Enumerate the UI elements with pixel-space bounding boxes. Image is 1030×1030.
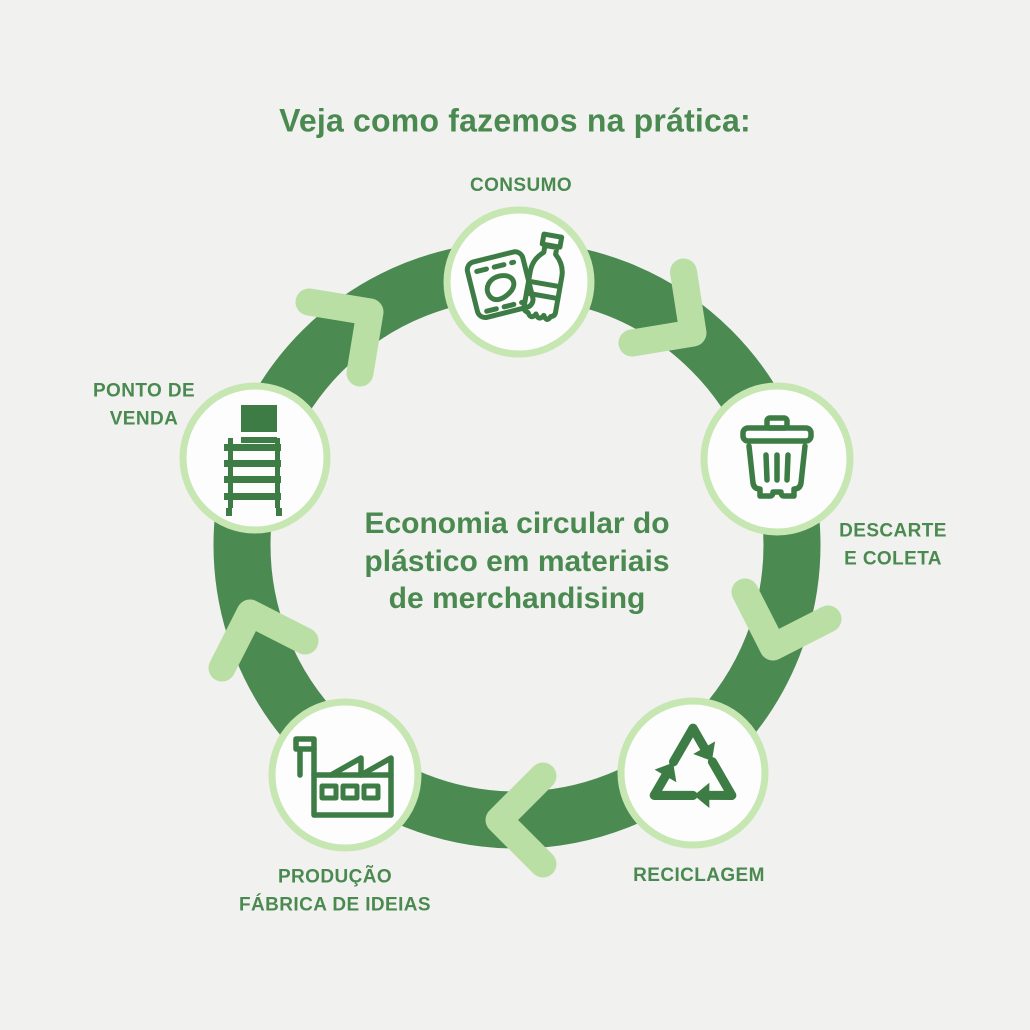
bag-bottom-seam (484, 299, 527, 314)
flow-arrow-bottom-icon (485, 762, 557, 878)
flow-arrow-top-right-icon (618, 258, 707, 357)
bottle-shape (521, 231, 565, 322)
recycle-arm-3-band (649, 771, 698, 801)
flow-arrow-right-icon (731, 578, 842, 661)
recycling-arrows-icon (649, 723, 737, 808)
recycle-arm-3-head (654, 762, 677, 783)
stand-right-foot (276, 508, 282, 516)
trash-bin-icon (740, 415, 814, 499)
bottle-body (521, 242, 565, 322)
stand-left-foot (226, 508, 232, 516)
factory-building (311, 772, 394, 818)
recycle-arm-2-band (704, 757, 737, 800)
stand-shelf-1 (224, 444, 281, 451)
node-circle-ponto-de-venda (179, 382, 331, 534)
chip-shape (484, 273, 517, 303)
factory-window-1 (319, 783, 339, 801)
recycle-arm-1 (668, 723, 716, 767)
stand-shelf-2 (224, 460, 281, 467)
chimney-cap (293, 736, 317, 752)
node-label-reciclagem: RECICLAGEM (633, 865, 765, 887)
bin-rib-1 (763, 452, 770, 483)
stand-shelf-4 (224, 493, 281, 500)
stand-header-panel (241, 405, 277, 432)
flow-arrow-top-left-icon (295, 288, 384, 387)
chimney-shaft (297, 746, 317, 778)
stand-right-post (275, 438, 280, 508)
flow-arrow-left-icon (208, 599, 319, 682)
flow-arrows (208, 258, 842, 878)
snack-and-bottle-icon (464, 231, 565, 322)
recycle-arm-3 (649, 762, 698, 801)
factory-window-3 (361, 783, 381, 801)
node-label-consumo: CONSUMO (469, 175, 573, 197)
bottle-label-line-1 (526, 278, 563, 290)
bin-lid (740, 425, 814, 444)
recycle-arm-1-head (693, 741, 716, 761)
stand-left-post (228, 438, 233, 508)
stand-shelf-3 (224, 476, 281, 483)
display-stand-icon (224, 405, 282, 516)
node-circle-reciclagem (617, 697, 769, 849)
factory-window-2 (340, 783, 360, 801)
bag-top-seam (474, 259, 517, 274)
factory-icon (293, 736, 394, 818)
stand-top-rail (241, 437, 277, 443)
node-label-ponto-de-venda: PONTO DE VENDA (92, 380, 196, 429)
factory-roof-teeth (328, 755, 394, 778)
node-label-descarte-e-coleta: DESCARTE E COLETA (839, 520, 947, 569)
bin-body (746, 443, 808, 499)
bottle-label-line-2 (523, 290, 561, 302)
recycle-arm-1-band (668, 723, 709, 767)
recycle-arm-2 (693, 757, 737, 808)
recycle-arm-2-head (693, 782, 710, 808)
center-text: Economia circular do plástico em materia… (364, 506, 670, 615)
bin-rib-3 (784, 452, 791, 483)
node-label-producao-fabrica-de-ideias: PRODUÇÃO FÁBRICA DE IDEIAS (239, 866, 431, 915)
page-title: Veja como fazemos na prática: (279, 102, 751, 139)
